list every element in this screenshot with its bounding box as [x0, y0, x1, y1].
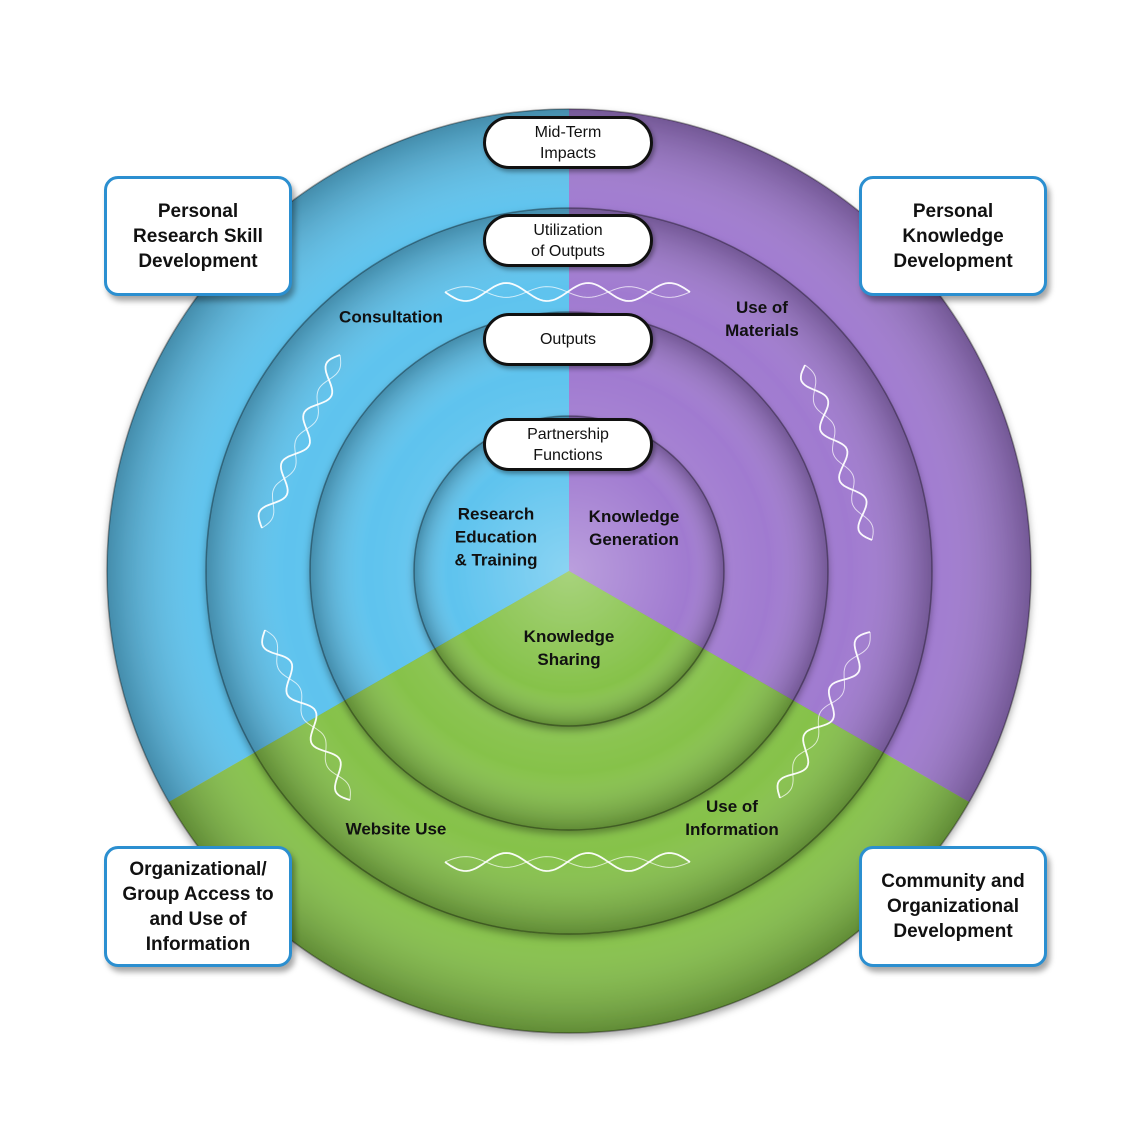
lower-right-wave-shadow: [779, 631, 871, 799]
knowledge-generation-label: Knowledge Generation: [588, 507, 680, 549]
outputs-label: Outputs: [539, 331, 597, 348]
consultation-label: Consultation: [339, 307, 443, 327]
website-use-label: Website Use: [345, 819, 447, 839]
personal-knowledge-box: Personal Knowledge Development: [859, 176, 1047, 296]
bottom-wave-shadow: [444, 856, 691, 868]
utilization-of-outputs-pill: Utilization of Outputs: [483, 214, 653, 267]
functions-ring-shading: [414, 416, 724, 726]
utilization-of-outputs-label: Utilization of Outputs: [531, 221, 605, 260]
mid-term-impacts-pill: Mid-Term Impacts: [483, 116, 653, 169]
organizational-access-label: Organizational/ Group Access to and Use …: [122, 858, 274, 955]
lower-left-wave: [261, 629, 351, 801]
knowledge-sharing-label: Knowledge Sharing: [523, 627, 615, 669]
partnership-functions-label: Partnership Functions: [527, 425, 609, 464]
personal-knowledge-label: Personal Knowledge Development: [893, 200, 1013, 272]
research-education-training-label: Research Education & Training: [454, 504, 538, 570]
functions-ring-outline: [413, 415, 725, 727]
mid-term-impacts-label: Mid-Term Impacts: [534, 123, 602, 162]
outputs-pill: Outputs: [483, 313, 653, 366]
utilization-ring-outline: [205, 207, 933, 935]
lower-right-wave: [776, 631, 871, 799]
functions-ring: [413, 415, 725, 727]
personal-research-skill-label: Personal Research Skill Development: [133, 200, 263, 272]
organizational-access-box: Organizational/ Group Access to and Use …: [104, 846, 292, 967]
upper-right-wave: [800, 364, 873, 541]
upper-right-wave-shadow: [804, 364, 874, 541]
upper-left-wave: [257, 354, 341, 529]
top-wave-shadow: [444, 286, 691, 298]
community-development-box: Community and Organizational Development: [859, 846, 1047, 967]
community-development-label: Community and Organizational Development: [881, 871, 1025, 942]
lower-left-wave-shadow: [264, 629, 351, 801]
outputs-ring-outline: [309, 311, 829, 831]
mid-term-ring-outline: [106, 108, 1032, 1034]
upper-left-wave-shadow: [261, 354, 342, 529]
partnership-functions-pill: Partnership Functions: [483, 418, 653, 471]
use-of-information-label: Use of Information: [685, 797, 779, 839]
personal-research-skill-box: Personal Research Skill Development: [104, 176, 292, 296]
use-of-materials-label: Use of Materials: [725, 298, 799, 340]
